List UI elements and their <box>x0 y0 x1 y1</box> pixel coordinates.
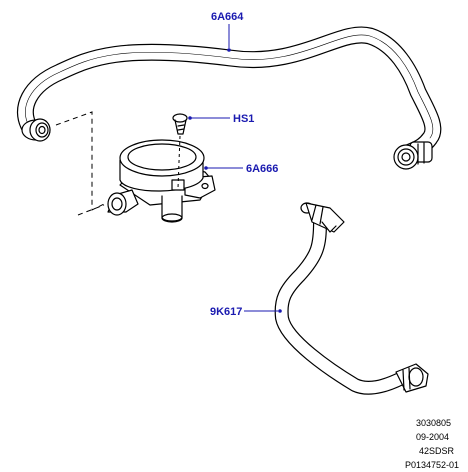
callout-bolt: HS1 <box>188 113 254 125</box>
upper-hose <box>17 26 442 161</box>
callout-label-upper-hose: 6A664 <box>211 11 244 23</box>
callout-lower-hose: 9K617 <box>210 306 282 318</box>
reference-line-2: 09-2004 <box>416 432 449 442</box>
alignment-dashes <box>55 111 105 216</box>
lower-hose-top-connector <box>300 202 345 233</box>
callout-label-lower-hose: 9K617 <box>210 306 242 318</box>
lower-hose-bottom-connector <box>395 363 429 393</box>
callout-upper-hose: 6A664 <box>211 11 244 52</box>
upper-hose-left-connector <box>21 118 51 142</box>
reference-block: 3030805 09-2004 42SDSR P0134752-01 <box>405 418 459 470</box>
upper-hose-right-connector <box>393 141 433 170</box>
bolt <box>172 113 188 189</box>
lower-hose <box>274 215 409 395</box>
callout-valve: 6A666 <box>204 163 278 175</box>
reference-line-3: 42SDSR <box>419 446 455 456</box>
callout-label-bolt: HS1 <box>233 113 254 125</box>
valve-assembly <box>107 139 216 223</box>
reference-line-4: P0134752-01 <box>405 460 459 470</box>
reference-line-1: 3030805 <box>416 418 451 428</box>
callout-label-valve: 6A666 <box>246 163 278 175</box>
